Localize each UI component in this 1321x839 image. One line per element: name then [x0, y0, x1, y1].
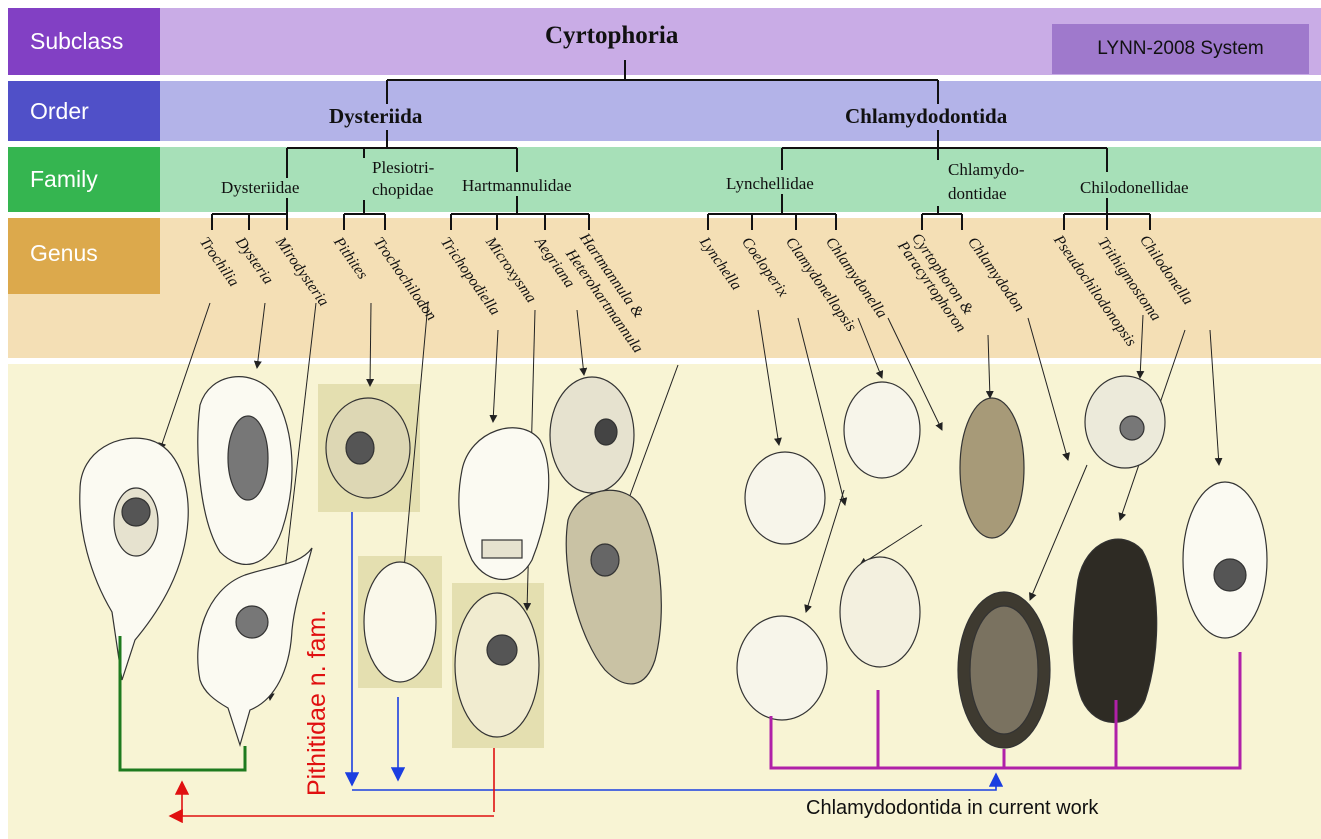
- family-chilodonellidae: Chilodonellidae: [1080, 178, 1189, 198]
- current-work-label: Chlamydodontida in current work: [806, 797, 1098, 820]
- family-plesiotrichopidae-line2: chopidae: [372, 180, 433, 200]
- family-dysteriidae: Dysteriidae: [221, 178, 299, 198]
- order-chlamydodontida: Chlamydodontida: [845, 104, 1007, 129]
- family-lynchellidae: Lynchellidae: [726, 174, 814, 194]
- family-chlamydodontidae-line1: Chlamydo-: [948, 160, 1025, 180]
- subclass-cyrtophoria: Cyrtophoria: [545, 22, 678, 50]
- new-family-label: Pithitidae n. fam.: [303, 610, 332, 796]
- family-hartmannulidae: Hartmannulidae: [462, 176, 572, 196]
- family-chlamydodontidae-line2: dontidae: [948, 184, 1007, 204]
- family-plesiotrichopidae-line1: Plesiotri-: [372, 158, 434, 178]
- order-dysteriida: Dysteriida: [329, 104, 422, 129]
